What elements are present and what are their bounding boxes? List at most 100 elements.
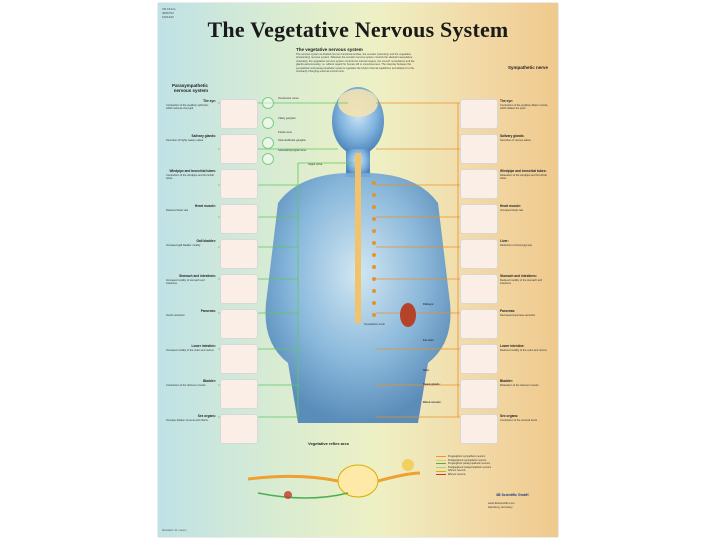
organ-thumbnail	[220, 134, 258, 164]
legend-item: Afferent neurons	[436, 469, 491, 473]
reflex-arc-diagram	[247, 459, 421, 499]
ganglion-label: Submandibular ganglion	[278, 139, 306, 142]
organ-thumbnail	[460, 134, 498, 164]
brand-logo: 3B Scientific GmbH	[496, 493, 529, 497]
legend-swatch	[436, 456, 446, 458]
organ-row: The eye:Contraction of the pupillary dil…	[158, 99, 558, 133]
poster-title: The Vegetative Nervous System	[207, 17, 509, 42]
organ-label: Windpipe and bronchial tubes:	[500, 169, 547, 173]
organ-thumbnail	[220, 239, 258, 269]
organ-row: Windpipe and bronchial tubes:Contraction…	[158, 169, 558, 203]
organ-row: Sex organs:Contraction of the seminal du…	[158, 414, 558, 448]
organ-thumbnail	[220, 99, 258, 129]
organ-row: Gall bladder:Increased gall bladder moti…	[158, 239, 558, 273]
organ-label: Pancreas:	[500, 309, 516, 313]
organ-row: Bladder:Relaxation of the detrusor muscl…	[158, 379, 558, 413]
organ-row: Pancreas:Decreased pancreas secretion	[158, 309, 558, 343]
organ-label: Gall bladder:	[196, 239, 216, 243]
poster-meta: VR 1614 L 4006794 1001492	[162, 7, 176, 19]
organ-description: Relaxation of the detrusor muscle	[500, 384, 539, 387]
organ-row: Stomach and intestines:Increased motilit…	[158, 274, 558, 308]
otic-ganglion	[262, 153, 274, 165]
legend-item: Postganglionic parasympathetic neurons	[436, 466, 491, 470]
body-illustration	[218, 87, 498, 499]
legend-item: Efferent neurons	[436, 473, 491, 477]
meta-line: VR 1614 L	[162, 7, 177, 11]
organ-thumbnail	[460, 169, 498, 199]
ganglion-label: Facial nerve	[278, 131, 293, 134]
legend-swatch	[436, 474, 446, 476]
organ-row: Salivary glands:Secretion of viscous sal…	[158, 134, 558, 168]
parasympathetic-heading: Parasympathetic nervous system	[171, 83, 208, 93]
organ-row: Bladder:Contraction of the detrusor musc…	[158, 379, 558, 413]
organ-description: Increased motility of stomach and intest…	[166, 279, 205, 286]
organ-row: Heart muscle: Reduced heart rate	[158, 204, 558, 238]
organ-thumbnail	[460, 204, 498, 234]
organ-label: Salivary glands:	[500, 134, 525, 138]
organ-row: The eye:Contraction of the pupillary sph…	[158, 99, 558, 133]
legend-swatch	[436, 470, 446, 472]
organ-description: Reduced motility of the stomach and inte…	[500, 279, 542, 286]
organ-thumbnail	[460, 414, 498, 444]
fat-cells-label: Fat cells:	[423, 339, 435, 342]
organ-label: Sex organs:	[500, 414, 519, 418]
spinal-cord	[355, 153, 361, 323]
organ-label: Windpipe and bronchial tubes:	[169, 169, 216, 173]
reflex-arc-title: Vegetative reflex arcs	[308, 441, 349, 446]
legend-swatch	[436, 459, 446, 461]
organ-label: Lower intestine:	[191, 344, 216, 348]
organ-label: Stomach and intestines:	[179, 274, 216, 278]
organ-thumbnail	[220, 274, 258, 304]
organ-thumbnail	[460, 309, 498, 339]
organ-row: Heart muscle:Increased heart rate	[158, 204, 558, 238]
organ-label: Salivary glands:	[191, 134, 216, 138]
sympathetic-heading: Sympathetic nerve	[508, 65, 549, 70]
ganglion-label: Vagus nerve	[308, 163, 323, 166]
organ-label: Bladder:	[203, 379, 216, 383]
publisher-line: www.3bscientific.com	[488, 501, 515, 505]
intro-heading: The vegetative nervous system	[296, 47, 363, 52]
organ-thumbnail	[460, 344, 498, 374]
sweat-glands-label: Sweat glands:	[423, 383, 441, 386]
organ-label: Liver:	[500, 239, 509, 243]
organ-row: Salivary glands:Secretion of highly wate…	[158, 134, 558, 168]
intro-text: The nervous system is divided into two f…	[296, 53, 415, 74]
organ-label: Heart muscle:	[500, 204, 522, 208]
blood-vessels-label: Blood vessels:	[423, 401, 442, 404]
legend-text: Afferent neurons	[448, 469, 466, 473]
meta-line: 4006794	[162, 11, 174, 15]
poster: VR 1614 L 4006794 1001492 The Vegetative…	[158, 3, 558, 537]
organ-row: Lower intestine:Increased motility of th…	[158, 344, 558, 378]
organ-label: The eye:	[203, 99, 216, 103]
organ-label: The eye:	[500, 99, 513, 103]
legend-item: Preganglionic parasympathetic neurons	[436, 462, 491, 466]
organ-label: Heart muscle:	[194, 204, 216, 208]
organ-label: Sex organs:	[197, 414, 216, 418]
legend-text: Preganglionic sympathetic neurons	[448, 455, 486, 458]
publisher-line: Hamburg, Germany	[488, 504, 513, 509]
organ-thumbnail	[220, 344, 258, 374]
illustration-credit: Illustration: Dr. Lauren	[162, 529, 187, 532]
organ-description: Secretion of highly watery saliva	[166, 139, 204, 142]
organ-label: Pancreas:	[200, 309, 216, 313]
ganglion-label: Glossopharyngeal nerve	[278, 149, 307, 152]
organ-row: Sex organs:Increase dilation of penis an…	[158, 414, 558, 448]
organ-description: Increased heart rate	[500, 209, 524, 212]
brain-shape	[338, 89, 378, 117]
organ-description: Reduced heart rate	[166, 209, 189, 212]
organ-description: Increased motility of the colon and rect…	[166, 349, 215, 352]
ganglion-label: Oculomotor nerve	[278, 97, 299, 100]
legend-item: Postganglionic sympathetic neurons	[436, 459, 491, 463]
organ-thumbnail	[220, 379, 258, 409]
organ-label: Bladder:	[500, 379, 513, 383]
organ-description: Insulin secretion	[166, 314, 185, 317]
organ-description: Relaxation of the windpipe and bronchial…	[500, 174, 547, 181]
kidneys-label: Kidneys:	[423, 303, 434, 306]
organ-description: Decreased pancreas secretion	[500, 314, 536, 317]
kidney-shape	[400, 303, 416, 327]
organ-description: Increase dilation of penis and clitoris	[166, 419, 208, 422]
organ-description: Contraction of the detrusor muscle	[166, 384, 206, 387]
organ-description: Contraction of the pupillary sphincter, …	[166, 104, 209, 111]
organ-row: Stomach and intestines: Reduced motility …	[158, 274, 558, 308]
